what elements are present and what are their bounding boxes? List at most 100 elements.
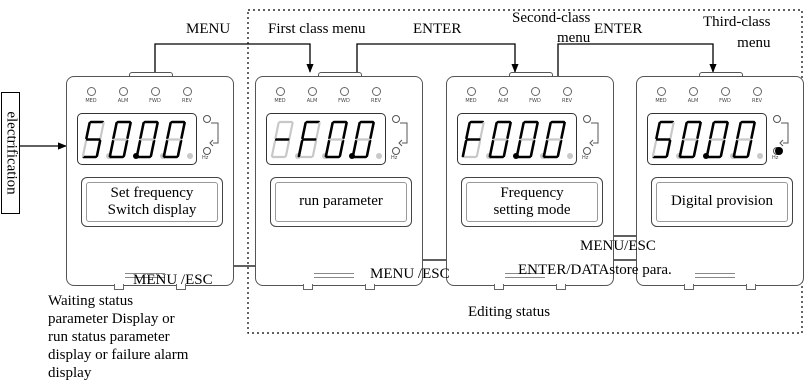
led-alm: ALM	[681, 87, 705, 104]
led-indicator-icon	[688, 87, 698, 96]
led-indicator-icon	[307, 87, 317, 96]
display-digit	[488, 120, 512, 159]
panel-grip	[125, 273, 165, 278]
panel-foot	[365, 284, 375, 290]
led-indicator-icon	[720, 87, 730, 96]
panel-foot	[684, 284, 694, 290]
hz-label: Hz	[202, 155, 209, 161]
editing-status-label: Editing status	[468, 304, 551, 320]
bracket-icon	[398, 122, 408, 147]
led-row: MED ALM FWD REV	[79, 87, 209, 109]
state-label-line: Set frequency	[110, 184, 194, 201]
panel-foot	[746, 284, 756, 290]
waiting-status-note: Waiting status parameter Display or run …	[48, 293, 189, 381]
decimal-point	[187, 153, 193, 159]
led-indicator-icon	[466, 87, 476, 96]
display-digit	[135, 120, 159, 159]
led-row: MED ALM FWD REV	[459, 87, 589, 109]
enter-label-1: ENTER	[413, 21, 462, 37]
seven-segment-display	[81, 120, 193, 159]
bracket-icon	[779, 122, 789, 147]
led-indicator-icon	[562, 87, 572, 96]
led-label: ALM	[117, 98, 129, 104]
seven-segment-display	[270, 120, 382, 159]
unit-indicator-icon	[203, 147, 211, 155]
display-digit	[162, 120, 186, 159]
led-indicator-icon	[752, 87, 762, 96]
electrification-box: electrification	[1, 92, 20, 214]
led-label: ALM	[497, 98, 509, 104]
hz-label: Hz	[582, 155, 589, 161]
keypad-panel-4: MED ALM FWD REV Hz Digital provision	[636, 72, 804, 294]
led-label: FWD	[719, 98, 731, 104]
display-digit	[297, 120, 321, 159]
hz-active-dot-icon	[775, 147, 783, 155]
led-fwd: FWD	[143, 87, 167, 104]
led-indicator-icon	[150, 87, 160, 96]
display-digit	[351, 120, 375, 159]
led-indicator-icon	[339, 87, 349, 96]
decimal-point	[567, 153, 573, 159]
display-digit	[461, 120, 485, 159]
bracket-icon	[209, 122, 219, 147]
menu-esc-label-3: MENU/ESC	[580, 238, 656, 254]
led-fwd: FWD	[332, 87, 356, 104]
led-alm: ALM	[491, 87, 515, 104]
display-window	[266, 113, 386, 165]
indicator-column: Hz	[202, 115, 227, 167]
unit-indicator-icon	[583, 115, 591, 123]
seven-segment-display	[651, 120, 763, 159]
hz-label: Hz	[772, 155, 779, 161]
display-digit	[108, 120, 132, 159]
led-label: MED	[655, 98, 667, 104]
led-alm: ALM	[300, 87, 324, 104]
display-window	[457, 113, 577, 165]
display-digit	[81, 120, 105, 159]
led-label: REV	[370, 98, 382, 104]
led-label: FWD	[149, 98, 161, 104]
led-med: MED	[268, 87, 292, 104]
state-description-box: Digital provision	[651, 177, 793, 227]
unit-indicator-icon	[203, 115, 211, 123]
led-indicator-icon	[530, 87, 540, 96]
led-indicator-icon	[86, 87, 96, 96]
unit-indicator-icon	[392, 115, 400, 123]
led-label: ALM	[687, 98, 699, 104]
panel-housing: MED ALM FWD REV Hz run parameter	[255, 76, 423, 286]
led-alm: ALM	[111, 87, 135, 104]
led-rev: REV	[555, 87, 579, 104]
panel-foot	[494, 284, 504, 290]
unit-indicator-icon	[773, 115, 781, 123]
panel-foot	[176, 284, 186, 290]
led-indicator-icon	[656, 87, 666, 96]
led-fwd: FWD	[713, 87, 737, 104]
led-indicator-icon	[275, 87, 285, 96]
panel-housing: MED ALM FWD REV Hz Digital provision	[636, 76, 804, 286]
decimal-point	[376, 153, 382, 159]
display-digit	[542, 120, 566, 159]
led-med: MED	[649, 87, 673, 104]
led-label: MED	[274, 98, 286, 104]
panel-grip	[695, 273, 735, 278]
panel-foot	[114, 284, 124, 290]
enter-data-store-label: ENTER/DATAstore para.	[518, 262, 672, 278]
state-label-line: run parameter	[299, 193, 383, 210]
led-label: REV	[751, 98, 763, 104]
enter-arrow-1	[356, 43, 519, 76]
state-label-line: Switch display	[107, 202, 197, 218]
seven-segment-display	[461, 120, 573, 159]
state-description: Digital provision	[656, 182, 788, 222]
state-description-box: run parameter	[270, 177, 412, 227]
led-rev: REV	[364, 87, 388, 104]
display-window	[647, 113, 767, 165]
indicator-column: Hz	[391, 115, 416, 167]
menu-arrow	[154, 43, 314, 73]
panel-foot	[556, 284, 566, 290]
